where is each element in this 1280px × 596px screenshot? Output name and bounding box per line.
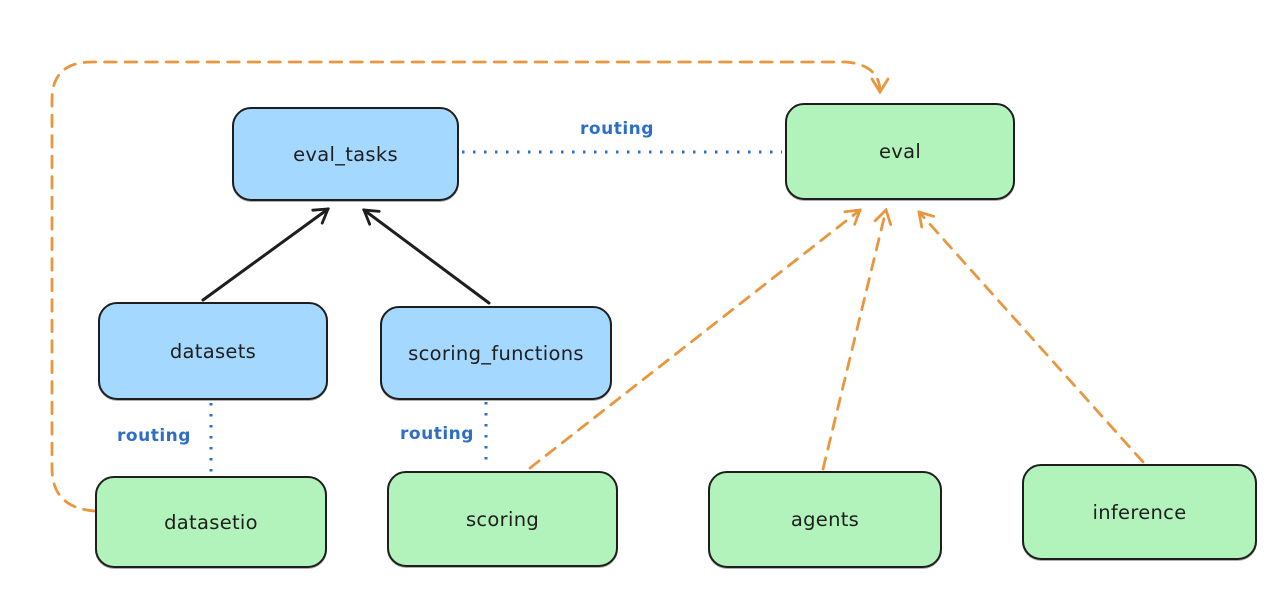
edge-label-routing-datasets-datasetio: routing [117, 426, 191, 446]
edge-datasets-to-eval-tasks [201, 209, 328, 302]
node-scoring-functions: scoring_functions [380, 306, 612, 400]
node-eval-label: eval [878, 140, 922, 163]
edge-label-routing-scoring-functions-scoring: routing [400, 424, 474, 444]
node-datasets: datasets [98, 302, 328, 400]
edge-scoring-to-eval [528, 210, 860, 470]
node-agents: agents [708, 471, 942, 568]
edge-agents-to-eval [821, 210, 886, 471]
node-datasetio: datasetio [95, 476, 327, 568]
edge-datasetio-to-eval [50, 60, 880, 513]
edge-label-routing-eval-tasks-eval: routing [580, 119, 654, 139]
edge-scoring-functions-to-eval-tasks [364, 210, 491, 305]
node-eval-tasks-label: eval_tasks [293, 142, 398, 166]
node-scoring-label: scoring [465, 507, 540, 531]
node-datasets-label: datasets [169, 339, 257, 363]
node-agents-label: agents [790, 508, 860, 531]
node-scoring-functions-label: scoring_functions [408, 341, 584, 365]
edge-inference-to-eval [919, 212, 1145, 464]
node-datasetio-label: datasetio [164, 510, 258, 534]
node-inference: inference [1022, 464, 1257, 560]
node-eval-tasks: eval_tasks [232, 107, 459, 201]
node-scoring: scoring [387, 471, 618, 567]
node-eval: eval [785, 103, 1015, 200]
node-inference-label: inference [1092, 500, 1187, 524]
